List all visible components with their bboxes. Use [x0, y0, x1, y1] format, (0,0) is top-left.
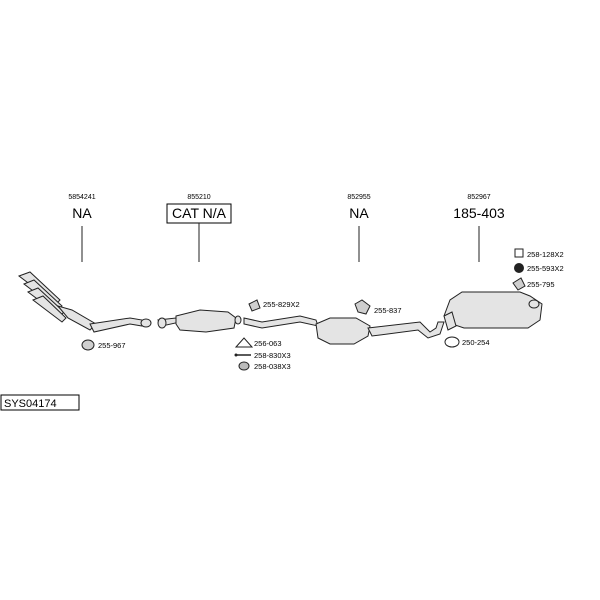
system-code-label: SYS04174 [4, 398, 57, 410]
part-label: 255-967 [98, 341, 126, 350]
part-label: 250-254 [462, 338, 490, 347]
center-muffler-shape [243, 315, 445, 345]
callout-258-038X3[interactable]: 258-038X3 [238, 361, 291, 371]
part-number-catalyst: 855210 [187, 194, 210, 201]
callout-255-593X2[interactable]: 255-593X2 [514, 263, 564, 274]
part-label: 255-829X2 [263, 300, 300, 309]
clamp-icon [248, 299, 261, 312]
bracket-icon [514, 248, 524, 258]
hanger-icon [354, 299, 371, 315]
callout-255-829X2[interactable]: 255-829X2 [248, 299, 300, 312]
callout-256-063[interactable]: 256-063 [234, 337, 282, 348]
part-label: 255-593X2 [527, 264, 564, 273]
nut-icon [238, 361, 250, 371]
callout-250-254[interactable]: 250-254 [444, 336, 490, 348]
flange-front [140, 318, 152, 328]
rubber-ring-icon [514, 263, 524, 273]
part-number-rear-muffler: 852967 [467, 194, 490, 201]
price-center-muffler: NA [349, 205, 369, 221]
price-front-pipe: NA [72, 205, 92, 221]
bolt-head-icon [234, 353, 238, 357]
part-label: 256-063 [254, 339, 282, 348]
gasket-icon [234, 337, 254, 348]
price-catalyst: CAT N/A [172, 205, 227, 221]
system-code-box [0, 394, 80, 411]
part-label: 255-795 [527, 280, 555, 289]
hanger-icon [512, 277, 526, 291]
rear-muffler-shape [443, 291, 543, 331]
callout-255-967[interactable]: 255-967 [81, 339, 126, 351]
callout-255-795[interactable]: 255-795 [512, 277, 555, 291]
section-front-pipe[interactable]: 5854241 NA [17, 194, 152, 333]
section-center-muffler[interactable]: 852955 NA [243, 194, 445, 345]
system-code: SYS04174 [0, 394, 80, 411]
callout-258-128X2[interactable]: 258-128X2 [514, 248, 564, 259]
callout-255-837[interactable]: 255-837 [354, 299, 402, 315]
catalyst-shape [157, 309, 242, 333]
section-catalyst[interactable]: 855210 CAT N/A [157, 194, 242, 333]
rubber-mount-icon [81, 339, 95, 351]
clamp-ring-icon [444, 336, 460, 348]
part-label: 258-830X3 [254, 351, 291, 360]
part-number-front-pipe: 5854241 [68, 194, 95, 201]
section-rear-muffler[interactable]: 852967 185-403 [443, 194, 543, 331]
part-label: 255-837 [374, 306, 402, 315]
callout-258-830X3[interactable]: 258-830X3 [234, 351, 291, 360]
part-label: 258-128X2 [527, 250, 564, 259]
part-number-center-muffler: 852955 [347, 194, 370, 201]
part-label: 258-038X3 [254, 362, 291, 371]
price-rear-muffler: 185-403 [453, 205, 505, 221]
manifold-shape [17, 271, 143, 333]
